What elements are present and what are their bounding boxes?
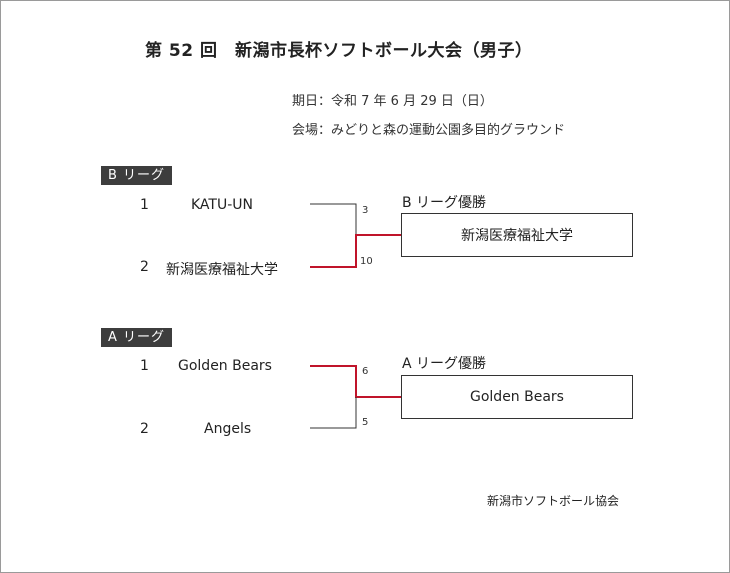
league-b-champion-name: 新潟医療福祉大学 [461,228,573,244]
league-a-seed-1: 1 [140,358,149,374]
league-b-team-2: 新潟医療福祉大学 [166,262,278,278]
league-a-team-1: Golden Bears [178,358,272,374]
league-a-tag: A リーグ [101,328,173,347]
league-a-seed-2: 2 [140,421,149,437]
venue-line: 会場：みどりと森の運動公園多目的グラウンド [292,123,566,138]
league-a-score-2: 5 [362,417,369,428]
league-b-bracket-line-winner [310,234,401,268]
league-b-seed-2: 2 [140,259,149,275]
league-a-score-1: 6 [362,366,369,377]
league-a-team-2: Angels [204,421,252,437]
league-a-bracket-line-winner [310,365,401,398]
league-b-team-1: KATU-UN [191,197,253,213]
page-title: 第 52 回 新潟市長杯ソフトボール大会（男子） [145,41,533,61]
league-a-champion-name: Golden Bears [470,389,564,405]
league-b-champion-label: B リーグ優勝 [402,195,487,211]
league-b-score-2: 10 [360,256,373,267]
league-b-champion-box: 新潟医療福祉大学 [401,213,633,257]
league-b-bracket-line-loser [310,203,357,235]
league-a-bracket-line-loser [310,397,357,429]
league-a-champion-box: Golden Bears [401,375,633,419]
date-line: 期日：令和 7 年 6 月 29 日（日） [292,94,493,109]
league-b-tag: B リーグ [101,166,173,185]
league-b-seed-1: 1 [140,197,149,213]
league-b-score-1: 3 [362,205,369,216]
league-a-champion-label: A リーグ優勝 [402,356,487,372]
footer-organizer: 新潟市ソフトボール協会 [487,494,620,508]
